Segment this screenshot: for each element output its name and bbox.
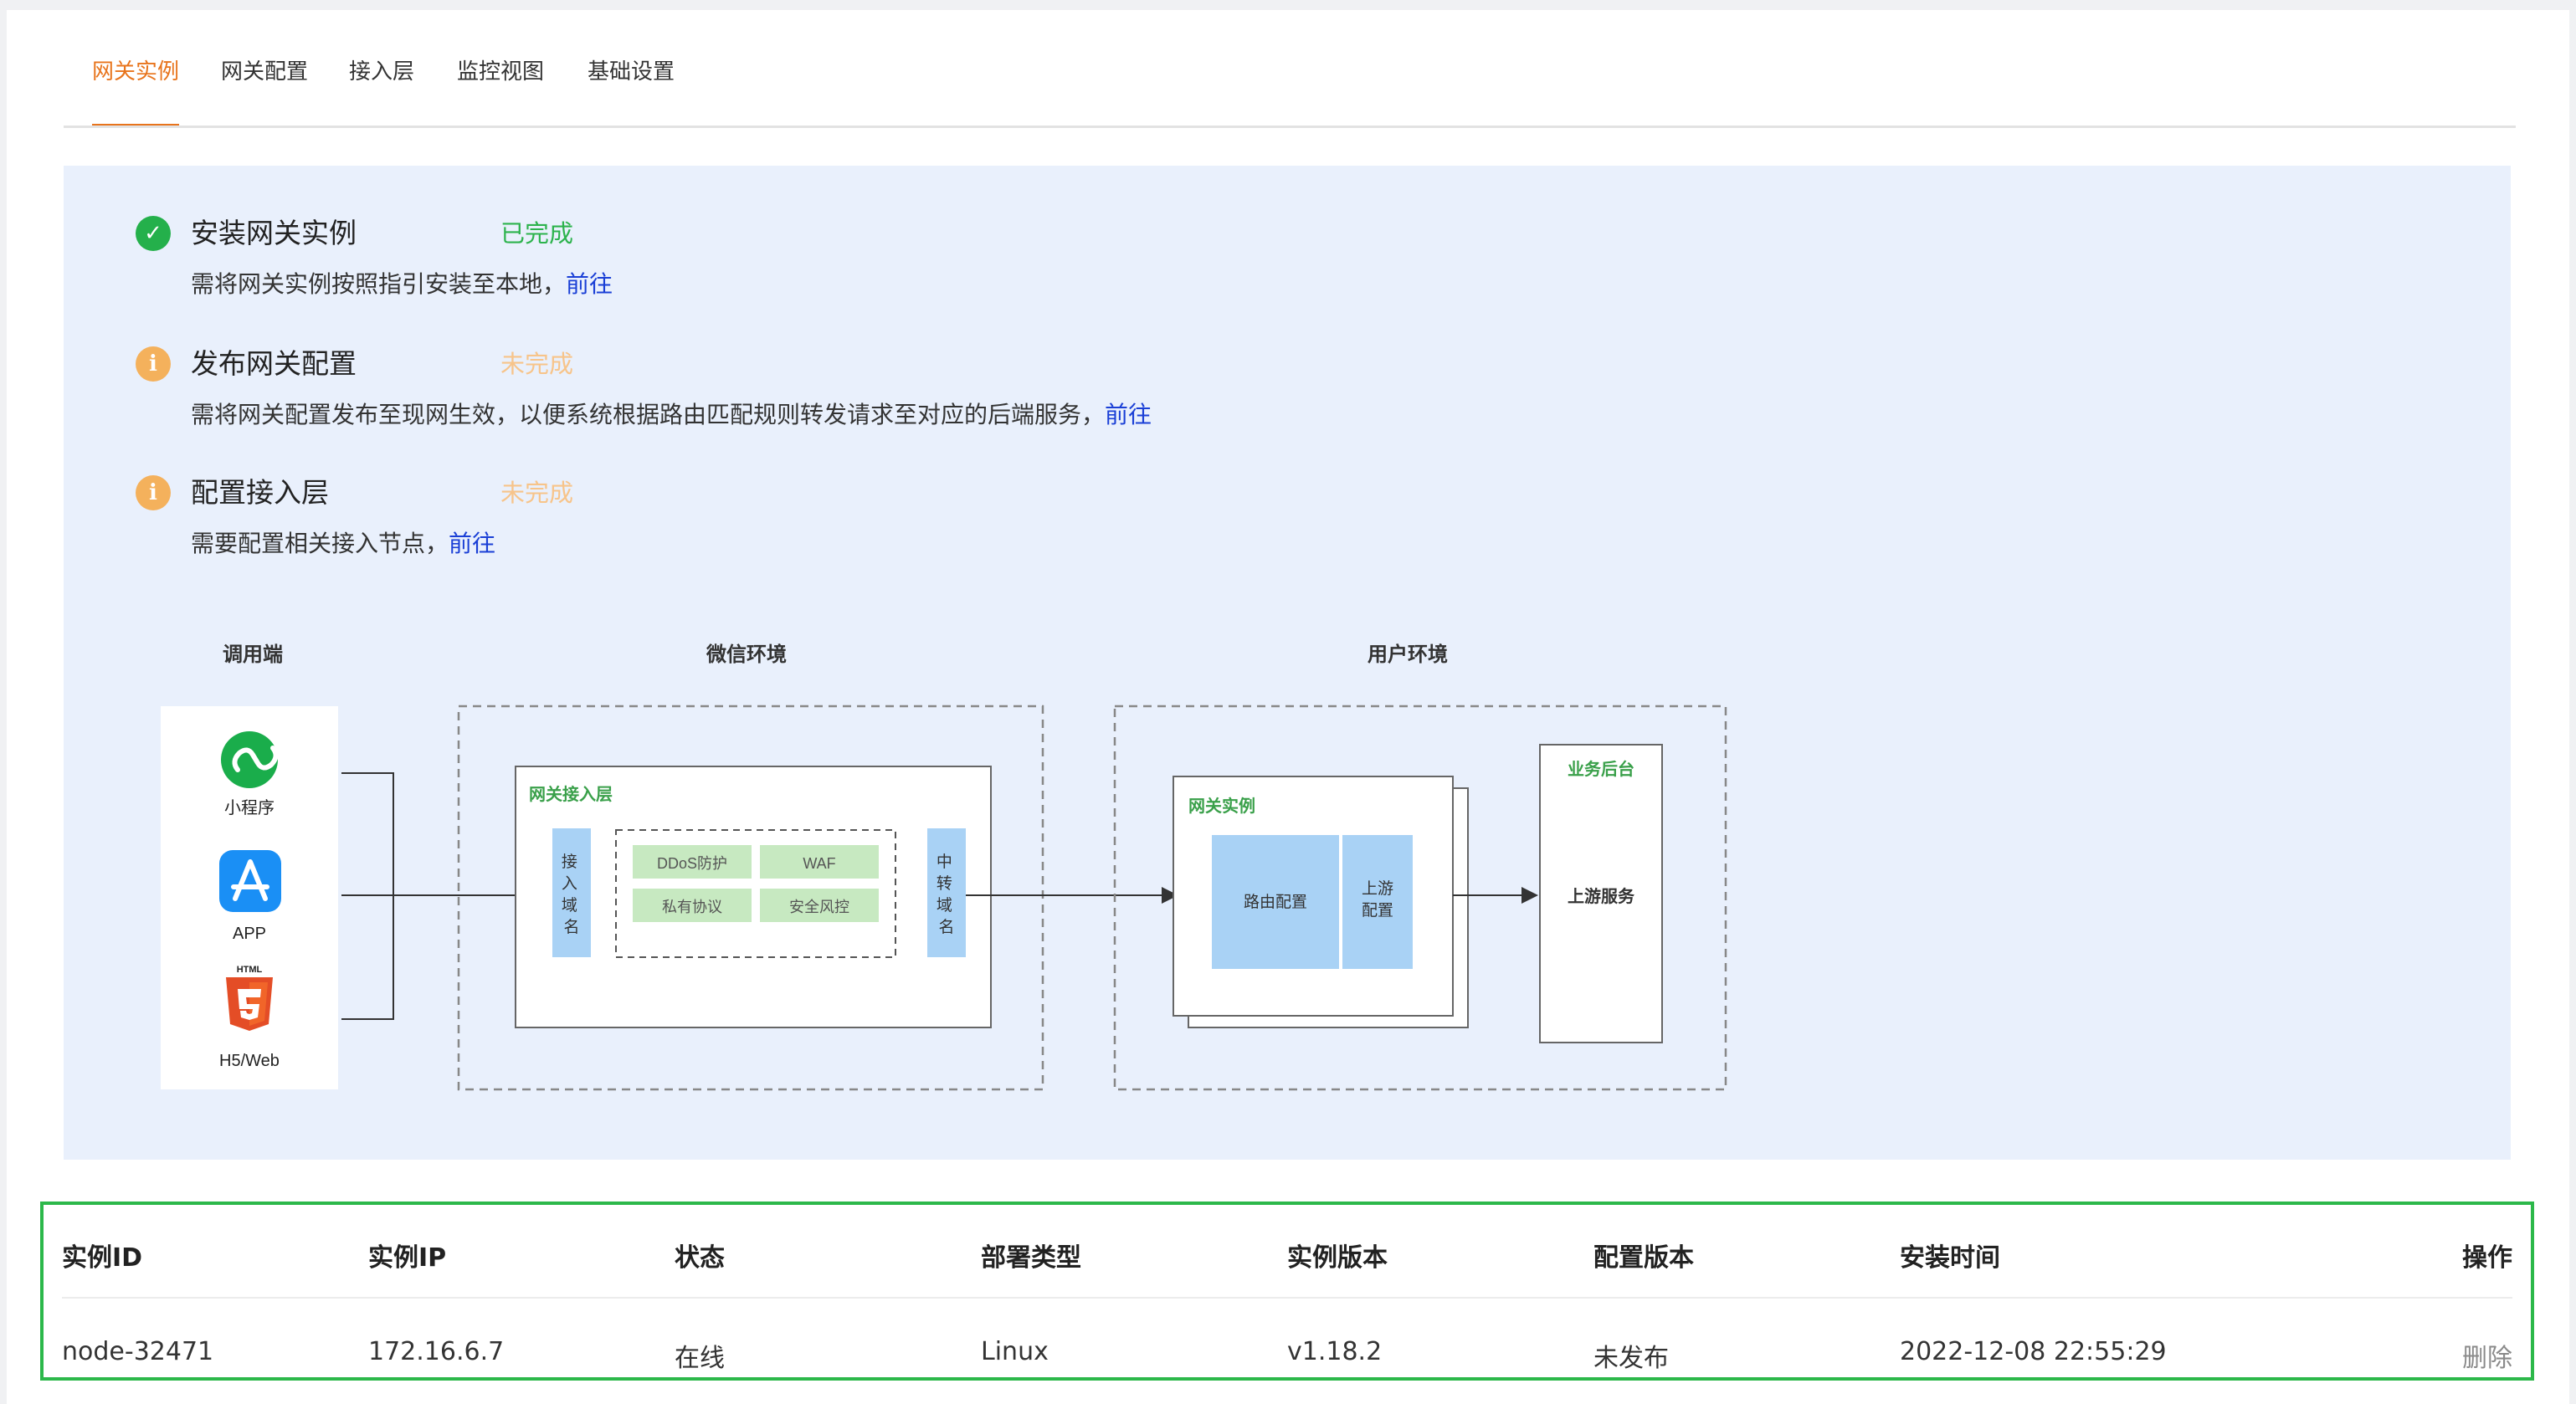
step-title: 安装网关实例 [191, 217, 357, 249]
step-title: 发布网关配置 [191, 347, 357, 380]
html5-icon: HTML [226, 965, 273, 1031]
tab-basic-settings[interactable]: 基础设置 [588, 44, 675, 127]
tab-label: 网关实例 [92, 59, 180, 85]
info-circle-icon: i [136, 475, 171, 510]
access-domain-char: 入 [562, 875, 577, 893]
gateway-access-layer-title: 网关接入层 [529, 784, 613, 804]
access-domain-label: 接 入 域 名 [562, 853, 582, 936]
html5-badge: HTML [237, 965, 263, 975]
table-header-config-version: 配置版本 [1593, 1243, 1694, 1273]
instance-table: 实例ID 实例IP 状态 部署类型 实例版本 配置版本 安装时间 操作 node… [40, 1202, 2534, 1381]
table-header-instance-id: 实例ID [62, 1243, 143, 1273]
table-header-instance-ip: 实例IP [368, 1243, 447, 1273]
table-header-actions: 操作 [2462, 1243, 2512, 1273]
relay-domain-char: 名 [938, 918, 954, 936]
client-label: H5/Web [219, 1052, 280, 1070]
upstream-config-label-line2: 配置 [1362, 902, 1393, 920]
feature-waf [760, 845, 879, 879]
cell-config-version: 未发布 [1593, 1344, 1669, 1373]
route-config-label: 路由配置 [1244, 893, 1307, 911]
caller-section-title: 调用端 [223, 643, 283, 666]
step-description-text: 需将网关配置发布至现网生效，以便系统根据路由匹配规则转发请求至对应的后端服务， [191, 401, 1106, 428]
step-description: 需将网关配置发布至现网生效，以便系统根据路由匹配规则转发请求至对应的后端服务，前… [191, 397, 1152, 430]
security-features-box [615, 829, 896, 958]
cell-instance-version: v1.18.2 [1287, 1337, 1383, 1366]
feature-ddos [633, 845, 752, 879]
table-header-status: 状态 [675, 1243, 725, 1273]
tab-divider [64, 126, 2516, 128]
info-circle-icon: i [136, 346, 171, 382]
access-domain-char: 域 [562, 896, 577, 915]
step-title: 配置接入层 [191, 476, 329, 509]
tab-gateway-instance[interactable]: 网关实例 [92, 44, 179, 127]
tab-label: 基础设置 [588, 59, 675, 85]
table-header-instance-version: 实例版本 [1287, 1243, 1388, 1273]
step-status: 未完成 [500, 479, 574, 507]
step-description: 需将网关实例按照指引安装至本地，前往 [191, 266, 613, 300]
tab-access-layer[interactable]: 接入层 [348, 44, 415, 127]
gateway-instance-title: 网关实例 [1188, 796, 1255, 816]
access-domain-box [552, 828, 591, 957]
tab-label: 网关配置 [221, 59, 309, 85]
upstream-service-label: 上游服务 [1568, 886, 1635, 906]
feature-risk-control [760, 889, 879, 922]
client-label: APP [233, 925, 266, 943]
access-domain-char: 接 [562, 853, 577, 871]
delete-button[interactable]: 删除 [2462, 1344, 2512, 1373]
cell-status: 在线 [675, 1344, 725, 1373]
relay-domain-char: 域 [936, 896, 952, 915]
relay-domain-label: 中 转 域 名 [936, 853, 957, 936]
business-backend-box [1539, 744, 1663, 1043]
upstream-config-label-line1: 上游 [1362, 879, 1393, 898]
client-label: 小程序 [224, 798, 275, 817]
access-domain-char: 名 [563, 918, 579, 936]
cell-install-time: 2022-12-08 22:55:29 [1900, 1337, 2167, 1366]
setup-guide-panel: ✓ 安装网关实例 已完成 需将网关实例按照指引安装至本地，前往 i 发布网关配置… [64, 166, 2511, 1160]
architecture-diagram: 调用端 微信环境 用户环境 小程序 APP HTML [161, 643, 1727, 1091]
tab-label: 监控视图 [457, 59, 545, 85]
user-section-title: 用户环境 [1368, 643, 1448, 666]
cell-deploy-type: Linux [981, 1337, 1049, 1366]
goto-link[interactable]: 前往 [449, 530, 496, 557]
tab-label: 接入层 [348, 59, 414, 85]
relay-domain-char: 转 [936, 874, 952, 893]
table-header-install-time: 安装时间 [1900, 1243, 2000, 1273]
step-status: 未完成 [500, 350, 574, 378]
wechat-environment-box [457, 705, 1044, 1091]
tab-gateway-config[interactable]: 网关配置 [221, 44, 308, 127]
page: 网关实例 网关配置 接入层 监控视图 基础设置 ✓ 安装网关实例 已完成 需将网… [7, 10, 2569, 1404]
route-config-box [1212, 835, 1339, 969]
step-description-text: 需要配置相关接入节点， [191, 530, 449, 557]
tab-bar: 网关实例 网关配置 接入层 监控视图 基础设置 [64, 44, 2516, 127]
feature-private-protocol [633, 889, 752, 922]
gateway-access-layer-box [515, 766, 992, 1028]
wechat-section-title: 微信环境 [706, 643, 787, 666]
upstream-config-box [1342, 835, 1413, 969]
cell-instance-ip: 172.16.6.7 [368, 1337, 505, 1366]
relay-domain-box [927, 828, 966, 957]
table-header-divider [62, 1297, 2512, 1299]
tab-monitor-view[interactable]: 监控视图 [457, 44, 544, 127]
feature-label: WAF [803, 855, 835, 872]
check-circle-icon: ✓ [136, 216, 171, 251]
app-store-icon [219, 850, 281, 912]
goto-link[interactable]: 前往 [566, 270, 613, 298]
feature-label: DDoS防护 [657, 855, 727, 872]
feature-label: 私有协议 [662, 899, 722, 915]
step-description-text: 需将网关实例按照指引安装至本地， [191, 270, 567, 298]
user-environment-box [1113, 705, 1727, 1091]
mini-program-icon [221, 731, 279, 788]
feature-label: 安全风控 [789, 899, 849, 915]
step-status: 已完成 [500, 219, 574, 248]
business-backend-title: 业务后台 [1568, 759, 1634, 779]
relay-domain-char: 中 [936, 853, 952, 871]
table-header-deploy-type: 部署类型 [981, 1243, 1081, 1273]
cell-instance-id: node-32471 [62, 1337, 214, 1366]
goto-link[interactable]: 前往 [1105, 401, 1152, 428]
step-description: 需要配置相关接入节点，前往 [191, 525, 495, 559]
